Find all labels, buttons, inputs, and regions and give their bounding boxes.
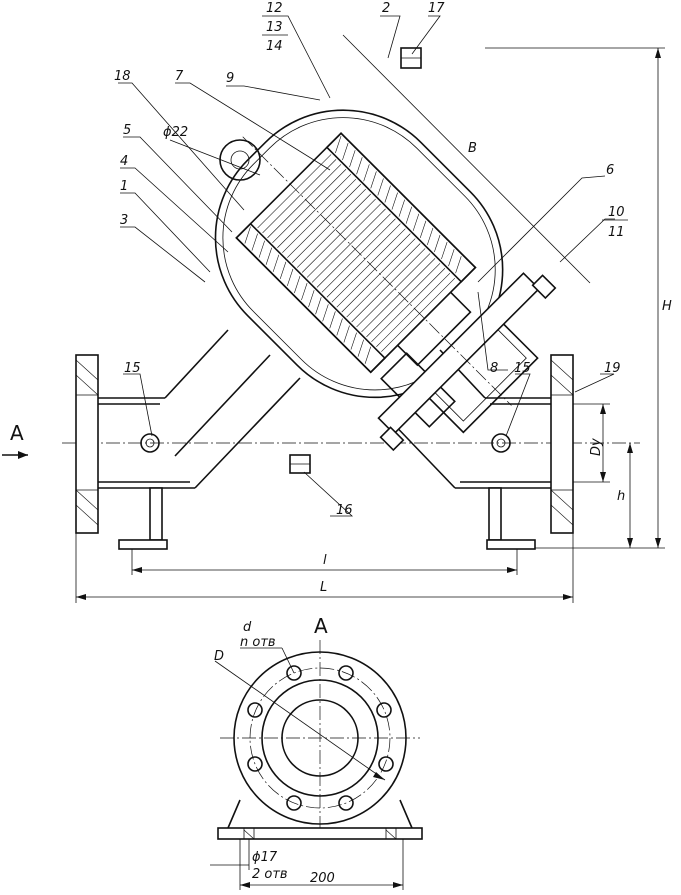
cartridge-handle (397, 291, 472, 367)
support-right (486, 487, 536, 550)
callout-10: 10 (608, 205, 625, 220)
dim-d: d (243, 620, 252, 635)
lifting-lug (219, 139, 261, 181)
view-arrow-label: A (10, 421, 24, 445)
drain-plug (289, 454, 311, 474)
dim-l: l (323, 553, 327, 568)
callout-11: 11 (608, 225, 625, 240)
callout-17: 17 (428, 1, 445, 16)
lid-handle (428, 323, 539, 434)
callout-2: 2 (382, 1, 390, 16)
filter-cartridge (235, 132, 477, 374)
housing-lid (377, 272, 541, 435)
view-arrow-a: A (2, 421, 28, 459)
callout-14: 14 (266, 39, 283, 54)
callout-16: 16 (336, 503, 353, 518)
main-view: A H Dy h l (2, 1, 672, 603)
callouts: 12 13 14 2 17 18 7 9 5 4 1 3 6 10 11 8 1… (114, 1, 628, 518)
callout-5: 5 (123, 123, 131, 138)
view-a-title: A (314, 614, 328, 638)
callout-7: 7 (175, 69, 184, 84)
outlet-pipe (455, 397, 551, 489)
filter-plates (244, 135, 462, 364)
bolt-circle (249, 667, 391, 809)
callout-8: 8 (490, 361, 498, 376)
port-left (140, 433, 160, 453)
bolt-holes (247, 665, 394, 811)
dim-base-width: 200 (310, 871, 335, 886)
callout-leaders (118, 15, 615, 517)
lid-bolt-bottom (379, 426, 405, 452)
port-right (491, 433, 511, 453)
inclined-inlet (164, 329, 301, 489)
dim-Dy: Dy (589, 438, 604, 456)
dim-D: D (214, 649, 224, 664)
callout-6: 6 (606, 163, 614, 178)
dim-L: L (320, 580, 327, 595)
inlet-pipe (98, 397, 195, 489)
callout-12: 12 (266, 1, 283, 16)
callout-9: 9 (226, 71, 234, 86)
top-plug (400, 47, 422, 69)
dim-n-holes: n отв (240, 635, 276, 650)
dimensions: H Dy h l L B (75, 34, 672, 603)
callout-4: 4 (120, 154, 128, 169)
right-flange (550, 354, 574, 534)
flange-raised-face (261, 679, 379, 797)
callout-1: 1 (120, 179, 128, 194)
callout-3: 3 (120, 213, 128, 228)
base-support (217, 799, 423, 840)
callout-13: 13 (266, 20, 283, 35)
callout-19: 19 (604, 361, 621, 376)
support-left (118, 487, 168, 550)
callout-15-left: 15 (124, 361, 141, 376)
callout-18: 18 (114, 69, 131, 84)
filter-housing (214, 109, 557, 452)
dim-base-hole: ϕ17 (252, 850, 278, 865)
view-a: A D (210, 614, 423, 890)
lid-bolt-top (531, 274, 557, 300)
flange-outer (233, 651, 407, 825)
dim-H: H (662, 299, 672, 314)
flange-bore (281, 699, 359, 777)
dim-h: h (617, 489, 625, 504)
callout-15-right: 15 (514, 361, 531, 376)
dim-base-holes-count: 2 отв (252, 867, 288, 882)
dim-B: B (468, 141, 477, 156)
left-flange (75, 354, 99, 534)
